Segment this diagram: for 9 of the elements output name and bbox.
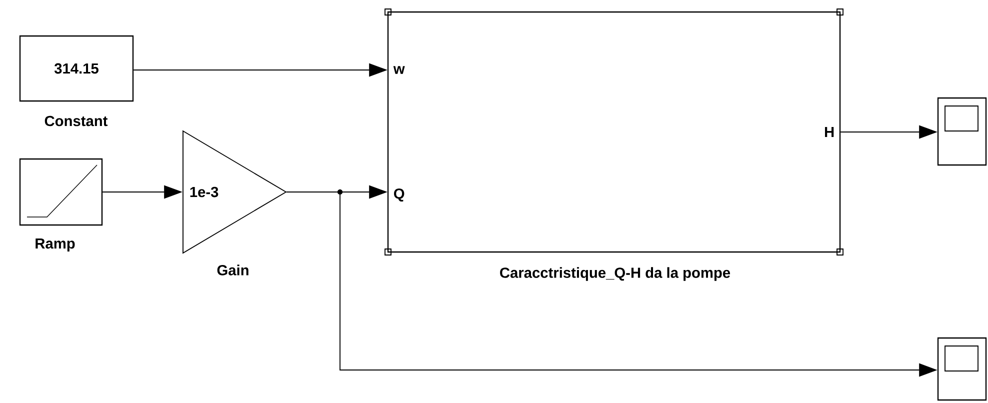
node-label: Constant (44, 116, 108, 126)
ramp-block: Ramp (19, 158, 103, 252)
node-label: Ramp (36, 238, 75, 252)
constant-block: 314.15 Constant (19, 35, 134, 126)
subsystem-block: w Q H Caracctristique_Q-H da la pompe (384, 8, 844, 281)
scope-block (937, 337, 987, 401)
node-label: Caracctristique_Q-H da la pompe (500, 267, 730, 281)
node-label: Gain (217, 264, 248, 276)
scope-block (937, 97, 987, 166)
